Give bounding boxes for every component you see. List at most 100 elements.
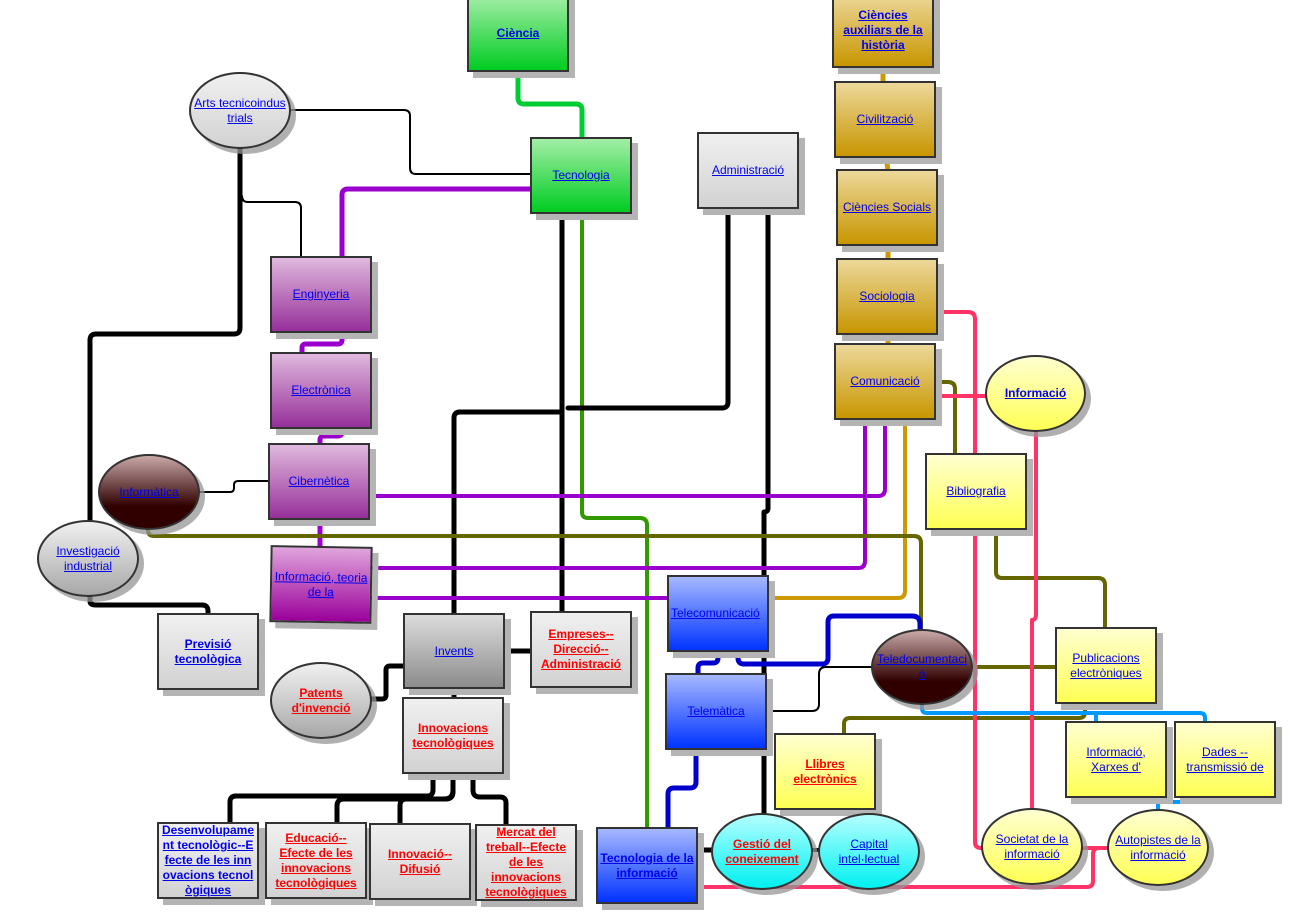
link-publicacions-llibres [842,701,1087,736]
node-cibernetica[interactable]: Cibernètica [268,443,370,520]
node-enginyeria-link[interactable]: Enginyeria [292,287,350,301]
node-previsio-link[interactable]: Previsió tecnològica [174,636,242,666]
node-educacio[interactable]: Educació--Efecte de les innovacions tecn… [265,822,367,899]
node-difusio[interactable]: Innovació--Difusió [369,823,471,900]
node-informatica-link[interactable]: Informàtica [119,484,179,499]
link-comunicacio-telecomunicacio [766,417,907,600]
node-sociologia-link[interactable]: Sociologia [859,289,915,303]
node-sociologia[interactable]: Sociologia [836,258,938,335]
node-ciencia[interactable]: Ciència [467,0,569,72]
link-telecomunicacio-teledocumentacio [735,613,923,667]
node-enginyeria[interactable]: Enginyeria [270,256,372,333]
link-informacio-societat [1030,429,1038,812]
node-tecnologia[interactable]: Tecnologia [530,137,632,214]
node-ciencia-link[interactable]: Ciència [496,25,540,40]
node-capital[interactable]: Capital intel·lectual [818,813,920,890]
link-patents-invents [369,663,407,702]
node-dades[interactable]: Dades -- transmissió de [1174,721,1276,798]
node-societat[interactable]: Societat de la informació [981,808,1083,885]
link-teoria-comunicacio [370,417,867,570]
node-invents-link[interactable]: Invents [434,643,474,658]
link-tecnologia-invents [451,409,565,617]
node-tecnologia-link[interactable]: Tecnologia [552,168,610,182]
node-investigacio[interactable]: Investigació industrial [37,520,139,597]
link-arts-enginyeria [241,195,302,258]
node-mercat[interactable]: Mercat del treball--Efecte de les innova… [475,824,577,901]
link-electronica-cibernetica [317,425,345,447]
node-mercat-link[interactable]: Mercat del treball--Efecte de les innova… [485,825,567,899]
node-teledocumentacio-link[interactable]: Teledocumentació [876,652,968,681]
node-investigacio-link[interactable]: Investigació industrial [56,543,120,573]
link-ciencia-tecnologia [515,69,585,141]
node-informacio-link[interactable]: Informació [1004,386,1067,400]
link-informatica-cibernetica [198,480,271,493]
node-administracio[interactable]: Administració [697,132,799,209]
node-teoria-link[interactable]: Informació, teoria de la [274,568,368,599]
link-administracio-b [761,205,771,817]
node-empreses-link[interactable]: Empreses--Direcció--Administració [540,627,621,671]
link-teledocumentacio-xarxes [920,701,1207,724]
link-arts-investigacio [87,145,243,525]
node-civilitzacio[interactable]: Civilització [834,81,936,158]
node-auxiliars-link[interactable]: Ciències auxiliars de la història [843,7,923,52]
node-societat-link[interactable]: Societat de la informació [995,831,1069,861]
node-telecomunicacio[interactable]: Telecomunicació [667,575,769,652]
node-bibliografia-link[interactable]: Bibliografia [946,484,1006,498]
node-llibres[interactable]: Llibres electrònics [774,733,876,810]
node-difusio-link[interactable]: Innovació--Difusió [387,846,452,876]
node-telecomunicacio-link[interactable]: Telecomunicació [671,606,760,620]
node-patents-link[interactable]: Patents d'invenció [291,685,351,715]
node-administracio-link[interactable]: Administració [711,163,785,177]
link-innovacions-difusio [397,787,456,827]
node-desenvolupament[interactable]: Desenvolupament tecnològic--Efecte de le… [157,822,259,899]
node-telematica-link[interactable]: Telemàtica [687,704,745,718]
node-socials-link[interactable]: Ciències Socials [842,200,932,214]
node-comunicacio-link[interactable]: Comunicació [850,374,920,388]
node-auxiliars[interactable]: Ciències auxiliars de la història [832,0,934,68]
node-gestio[interactable]: Gestió del coneixement [711,813,813,890]
node-innovacions[interactable]: Innovacions tecnològiques [402,697,504,774]
node-autopistes[interactable]: Autopistes de la informació [1107,809,1209,886]
node-autopistes-link[interactable]: Autopistes de la informació [1115,832,1201,862]
node-innovacions-link[interactable]: Innovacions tecnològiques [412,720,494,750]
node-informatica[interactable]: Informàtica [98,454,200,530]
node-llibres-link[interactable]: Llibres electrònics [793,756,857,786]
node-electronica-link[interactable]: Electrònica [291,383,351,397]
node-arts-link[interactable]: Arts tecnicoindustrials [194,95,286,125]
node-cibernetica-link[interactable]: Cibernètica [288,474,350,488]
node-teledocumentacio[interactable]: Teledocumentació [871,629,973,705]
node-invents[interactable]: Invents [403,613,505,689]
node-xarxes[interactable]: Informació, Xarxes d' [1065,721,1167,798]
node-tecinfo[interactable]: Tecnologia de la informació [596,827,698,904]
link-informatica-teledocumentacio [146,528,923,632]
link-investigacio-previsio [87,594,211,618]
link-cibernetica-comunicacio [368,417,887,498]
node-electronica[interactable]: Electrònica [270,352,372,429]
node-bibliografia[interactable]: Bibliografia [925,453,1027,530]
link-telematica-tecinfo [665,745,699,831]
node-telematica[interactable]: Telemàtica [665,673,767,750]
node-civilitzacio-link[interactable]: Civilització [856,112,914,126]
node-socials[interactable]: Ciències Socials [836,169,938,246]
node-gestio-link[interactable]: Gestió del coneixement [725,836,799,866]
link-bibliografia-publicacions [994,527,1107,630]
node-tecinfo-link[interactable]: Tecnologia de la informació [600,850,694,880]
node-capital-link[interactable]: Capital intel·lectual [838,836,900,866]
node-arts[interactable]: Arts tecnicoindustrials [189,72,291,149]
node-publicacions[interactable]: Publicacions electròniques [1055,627,1157,704]
link-innovacions-desenvolupament [227,770,436,826]
node-publicacions-link[interactable]: Publicacions electròniques [1070,650,1142,680]
link-innovacions-mercat [470,770,509,828]
node-empreses[interactable]: Empreses--Direcció--Administració [530,611,632,688]
node-teoria[interactable]: Informació, teoria de la [269,545,373,624]
node-xarxes-link[interactable]: Informació, Xarxes d' [1086,744,1146,774]
node-desenvolupament-link[interactable]: Desenvolupament tecnològic--Efecte de le… [161,823,255,897]
node-previsio[interactable]: Previsió tecnològica [157,613,259,690]
node-educacio-link[interactable]: Educació--Efecte de les innovacions tecn… [275,830,357,890]
link-arts-tecnologia [289,109,532,175]
node-informacio[interactable]: Informació [985,355,1086,432]
node-patents[interactable]: Patents d'invenció [270,662,372,739]
node-dades-link[interactable]: Dades -- transmissió de [1186,744,1264,774]
node-comunicacio[interactable]: Comunicació [834,343,936,420]
